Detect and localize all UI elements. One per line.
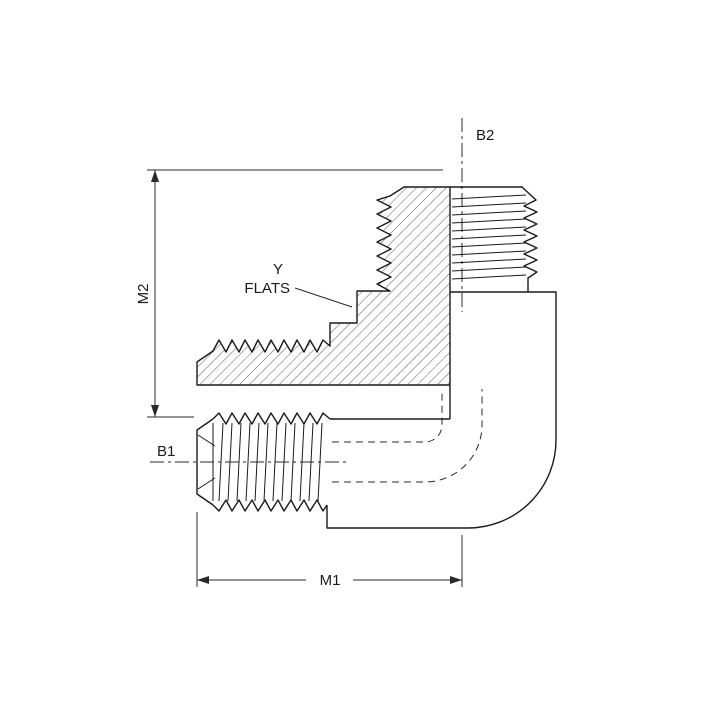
m2-arrow-up — [151, 170, 159, 182]
label-b1: B1 — [157, 443, 175, 460]
section-outline — [196, 186, 451, 386]
body-profile — [326, 291, 557, 529]
port-top-thread-profile — [212, 412, 450, 425]
port-label-b1: B1 — [157, 443, 175, 460]
flare-cone-lower — [197, 477, 216, 490]
m1-arrow-right — [450, 576, 462, 584]
dimension-m2: M2 — [135, 169, 443, 418]
horizontal-thread-crest-lines — [218, 422, 323, 502]
horizontal-port-threads — [196, 412, 450, 512]
flats-leader-line — [294, 287, 353, 308]
vertical-port-threads — [450, 186, 538, 292]
label-b2: B2 — [476, 127, 494, 144]
elbow-body-outline — [326, 291, 557, 529]
label-flats: FLATS — [244, 280, 290, 297]
vertical-thread-crest-lines — [451, 194, 527, 280]
label-y: Y — [273, 261, 283, 278]
section-hatched-body — [196, 186, 451, 386]
m1-arrow-left — [197, 576, 209, 584]
port-nose-outline — [196, 418, 214, 506]
m2-arrow-down — [151, 405, 159, 417]
port-label-b2: B2 — [476, 127, 494, 144]
label-m1: M1 — [320, 572, 341, 589]
label-m2: M2 — [135, 284, 152, 305]
vertical-port-outline — [450, 186, 538, 292]
dimension-m1: M1 — [196, 512, 463, 589]
hidden-bore-lines — [332, 389, 483, 483]
flare-cone-upper — [197, 434, 216, 447]
flats-callout: Y FLATS — [244, 261, 353, 308]
port-bottom-thread-profile — [212, 499, 328, 512]
